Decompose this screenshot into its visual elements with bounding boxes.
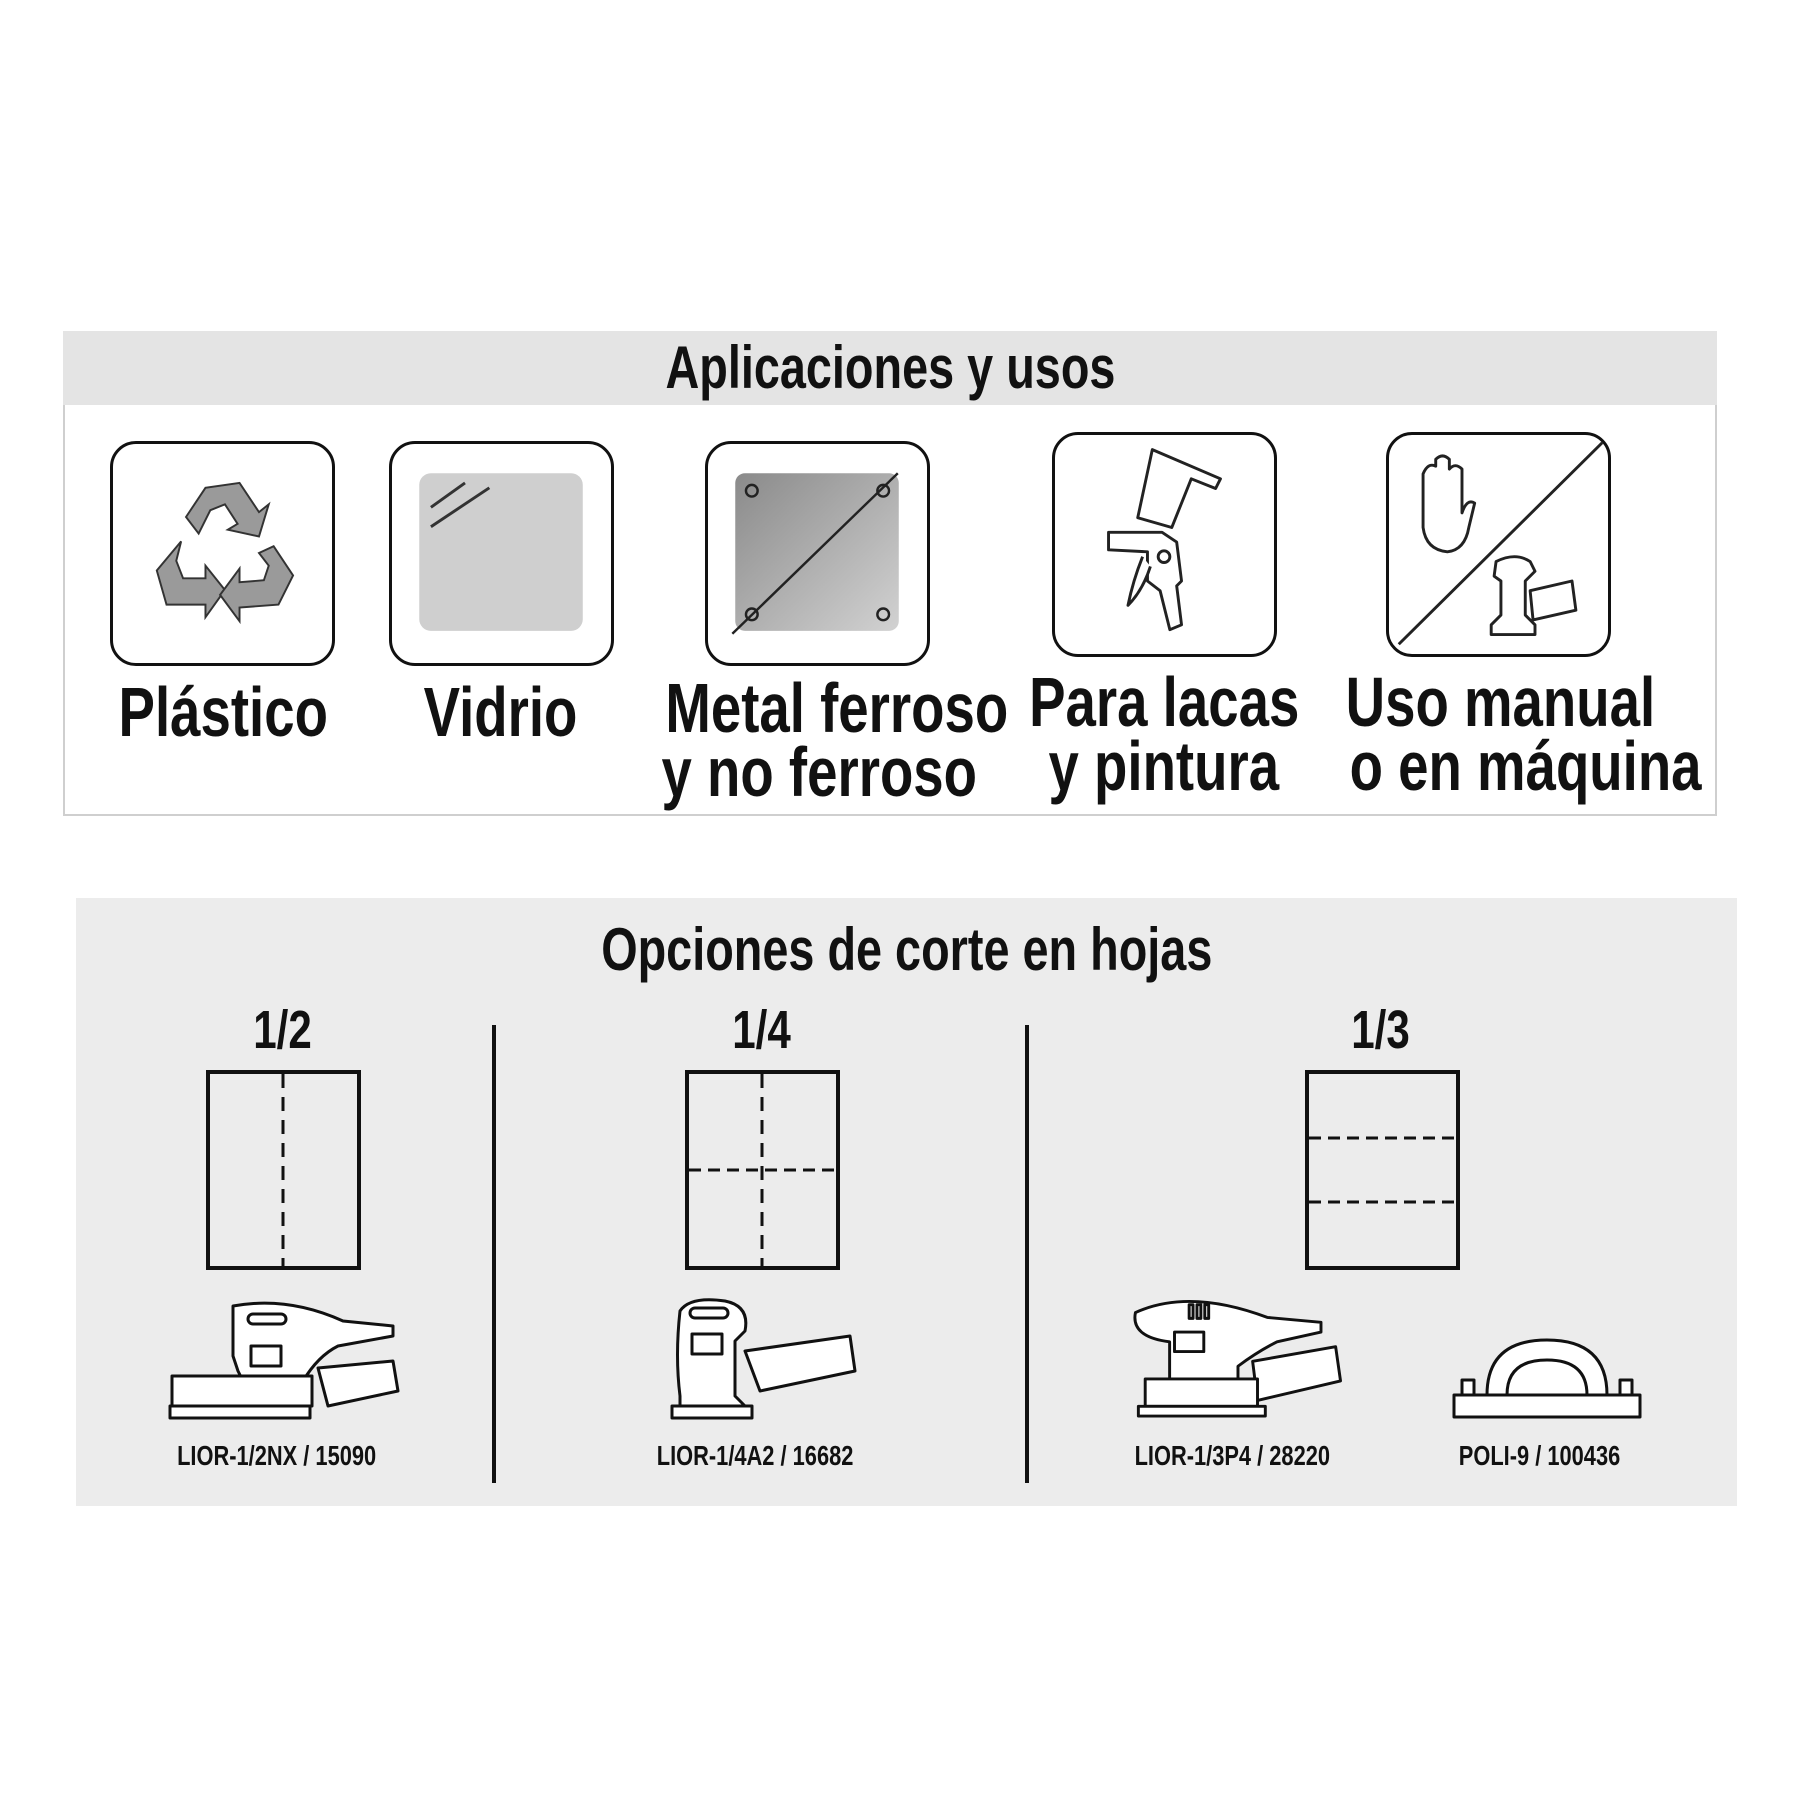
cutting-header: Opciones de corte en hojas (76, 913, 1737, 987)
sheet-half-diagram (206, 1070, 361, 1270)
model-code: LIOR-1/2NX / 15090 (177, 1440, 377, 1471)
label-plastico: Plástico (118, 673, 328, 751)
quarter-sheet-sander-icon (670, 1298, 857, 1420)
metal-plate-icon (705, 441, 930, 666)
label-uso: Uso manual o en máquina (1345, 663, 1702, 805)
applications-header: Aplicaciones y usos (63, 331, 1717, 405)
recycle-icon (110, 441, 335, 666)
hand-and-sander-icon (1386, 432, 1611, 657)
model-code: LIOR-1/4A2 / 16682 (656, 1440, 854, 1471)
cutting-title: Opciones de corte en hojas (600, 916, 1213, 983)
model-code: POLI-9 / 100436 (1459, 1440, 1621, 1471)
hand-sanding-block-icon (1452, 1338, 1642, 1419)
divider (1025, 1025, 1029, 1483)
fraction-third: 1/3 (1351, 1000, 1411, 1060)
label-metal: Metal ferroso y no ferroso (661, 669, 1009, 811)
label-lacas: Para lacas y pintura (1028, 663, 1300, 805)
sheet-third-diagram (1305, 1070, 1460, 1270)
third-sheet-sander-icon (1133, 1300, 1342, 1418)
half-sheet-sander-icon (168, 1301, 400, 1420)
divider (492, 1025, 496, 1483)
fraction-half: 1/2 (253, 1000, 313, 1060)
spray-gun-icon (1052, 432, 1277, 657)
label-vidrio: Vidrio (424, 673, 578, 751)
model-code: LIOR-1/3P4 / 28220 (1134, 1440, 1330, 1471)
sheet-quarter-diagram (685, 1070, 840, 1270)
glass-pane-icon (389, 441, 614, 666)
fraction-quarter: 1/4 (732, 1000, 792, 1060)
applications-title: Aplicaciones y usos (665, 334, 1115, 401)
